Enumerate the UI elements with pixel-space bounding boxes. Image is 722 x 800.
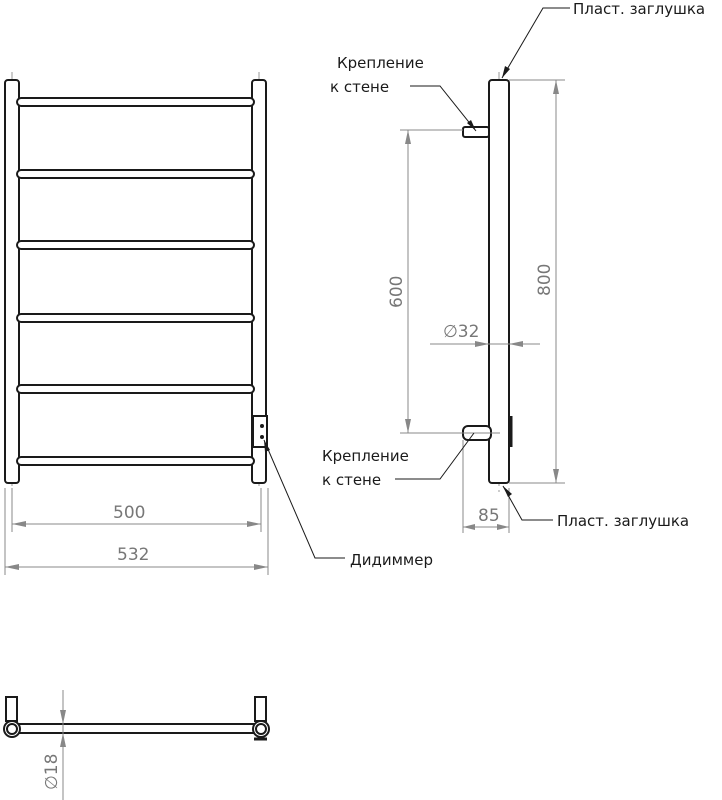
dimmer-label: Дидиммер	[350, 551, 433, 569]
rail-bar-4	[16, 313, 255, 323]
dim-800: 800	[535, 264, 555, 296]
cap-bottom-label: Пласт. заглушка	[557, 512, 689, 530]
top-view: ∅18	[3, 690, 270, 800]
right-post	[251, 79, 267, 484]
rail-bar-6	[16, 456, 255, 466]
front-view: 500 532 Дидиммер	[4, 72, 433, 575]
rail-bar-1	[16, 97, 255, 107]
top-rail	[11, 723, 262, 734]
rail-bar-3	[16, 240, 255, 250]
dim-85: 85	[478, 506, 500, 526]
mount-bottom-label-2: к стене	[322, 471, 381, 489]
dim-diameter-18: ∅18	[42, 754, 62, 790]
rail-bar-2	[16, 169, 255, 179]
cap-top-label: Пласт. заглушка	[573, 0, 705, 18]
top-bracket-left	[5, 696, 18, 722]
dim-diameter-32: ∅32	[443, 322, 479, 342]
side-view: 600 800 ∅32 85 Пласт. заглушка Крепление…	[322, 0, 705, 533]
rail-bar-5	[16, 384, 255, 394]
dim-532: 532	[117, 545, 149, 565]
mount-top-label-1: Крепление	[337, 54, 424, 72]
side-post	[488, 79, 510, 484]
dim-500: 500	[113, 503, 145, 523]
mount-top-label-2: к стене	[330, 78, 389, 96]
mount-bottom-label-1: Крепление	[322, 447, 409, 465]
left-post	[4, 79, 20, 484]
dim-600: 600	[387, 276, 407, 308]
top-bracket-right	[254, 696, 267, 722]
mount-top	[462, 126, 490, 138]
dimmer-box	[252, 415, 268, 448]
